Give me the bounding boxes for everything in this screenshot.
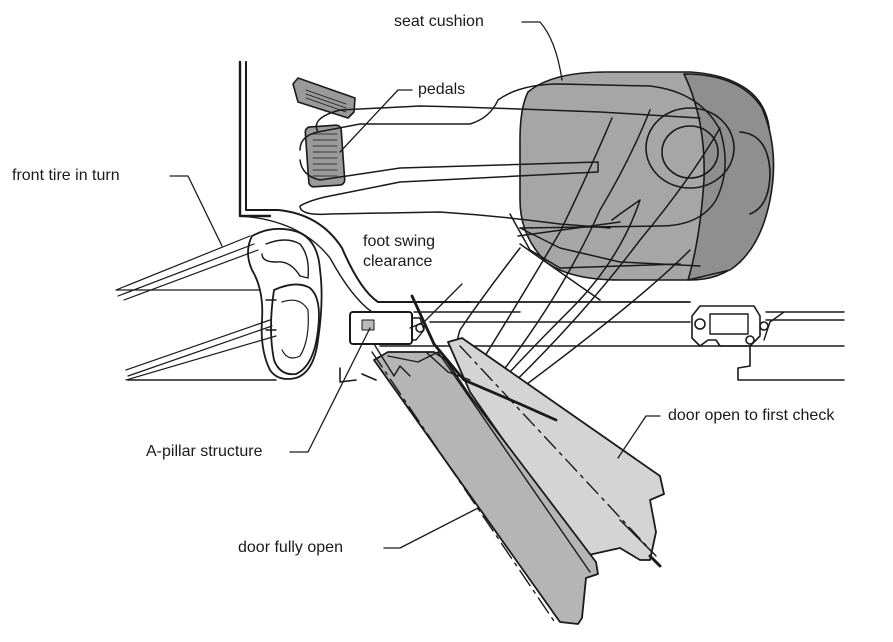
label-pedals: pedals xyxy=(418,81,466,98)
front-tire-shape xyxy=(115,227,323,381)
label-foot-swing: foot swing clearance xyxy=(363,233,436,270)
leader-foot-swing xyxy=(409,283,463,329)
label-door-fully-open: door fully open xyxy=(238,539,343,556)
label-front-tire: front tire in turn xyxy=(12,167,120,184)
leader-a-pillar xyxy=(289,327,371,453)
leg-swing-traces xyxy=(299,83,726,399)
seat-cushion-shape xyxy=(519,71,775,281)
footwell-wall xyxy=(238,60,471,313)
leader-lines xyxy=(169,21,661,549)
sill-structure xyxy=(379,301,845,381)
leader-door-fully-open xyxy=(383,507,479,549)
leader-pedals xyxy=(339,89,413,153)
rear-door-seal xyxy=(691,305,769,347)
pedal-lower xyxy=(304,124,346,188)
door-fully-open-shape xyxy=(371,294,599,625)
label-door-first-check: door open to first check xyxy=(668,407,835,424)
a-pillar-shape xyxy=(339,311,425,383)
leader-front-tire xyxy=(169,175,223,247)
label-a-pillar: A-pillar structure xyxy=(146,443,263,460)
leader-seat-cushion xyxy=(521,21,563,81)
pedal-upper xyxy=(292,77,356,119)
pedals-group xyxy=(292,77,356,188)
leader-door-first-check xyxy=(617,415,661,459)
label-seat-cushion: seat cushion xyxy=(394,13,484,30)
